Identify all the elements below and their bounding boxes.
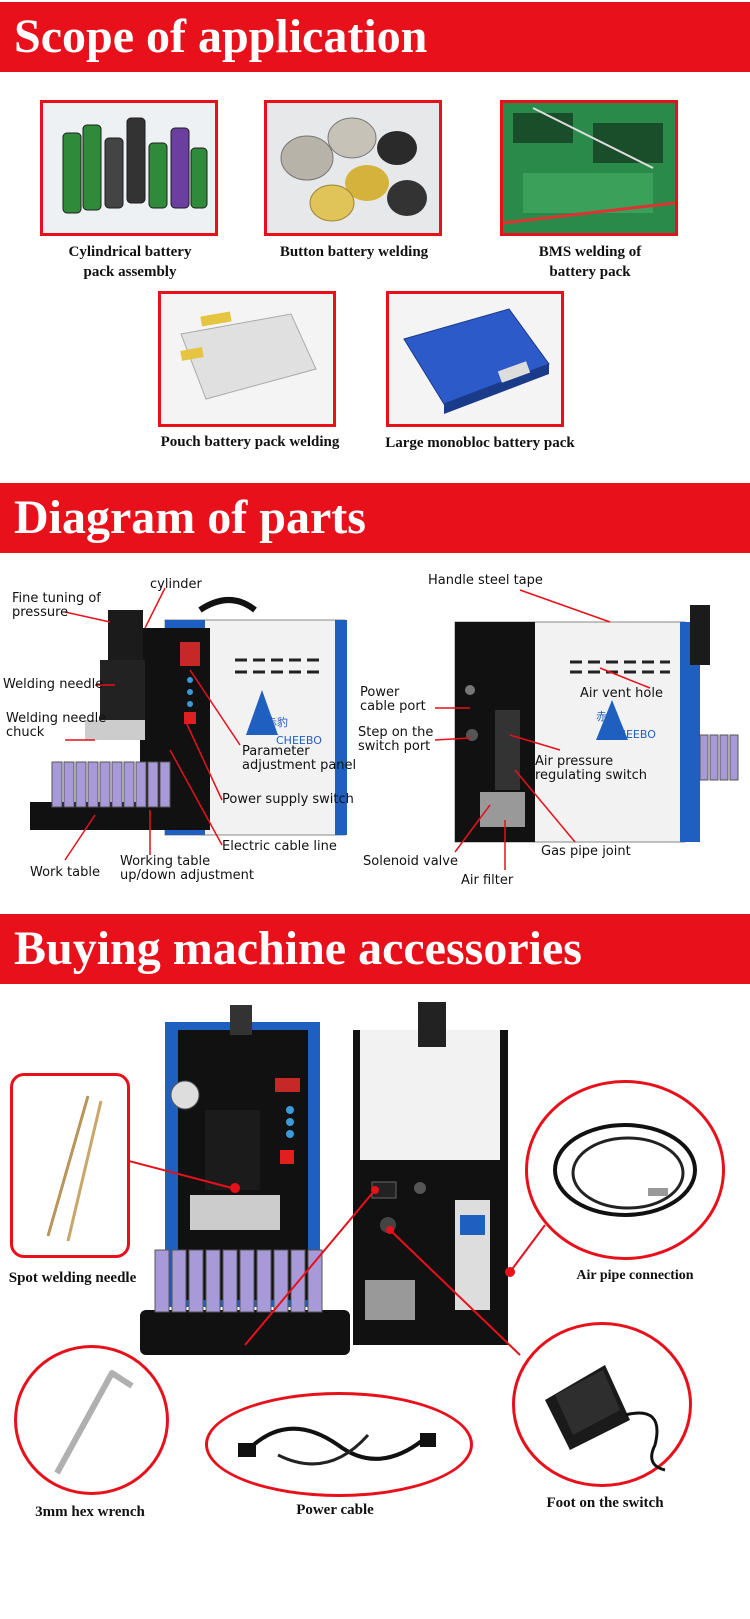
button-battery-photo xyxy=(264,100,442,236)
bms-caption: BMS welding of battery pack xyxy=(490,242,690,282)
label-updown-adjustment: Working table up/down adjustment xyxy=(120,855,254,883)
monobloc-battery-image xyxy=(403,308,550,414)
brand-right: CHEEBO xyxy=(610,728,656,741)
back-machine xyxy=(353,1002,515,1345)
label-air-vent: Air vent hole xyxy=(580,686,663,701)
power-cable-image xyxy=(238,1426,436,1466)
label-work-table: Work table xyxy=(30,865,100,880)
label-power-supply-switch: Power supply switch xyxy=(222,792,354,807)
label-gas-pipe-joint: Gas pipe joint xyxy=(541,844,631,859)
cylindrical-battery-image xyxy=(62,117,208,214)
parts-diagram xyxy=(30,587,739,870)
wrench-image xyxy=(54,1370,134,1475)
needle-caption: Spot welding needle xyxy=(8,1270,137,1286)
left-machine xyxy=(30,597,347,836)
button-battery-image xyxy=(280,117,427,222)
brand-left: CHEEBO xyxy=(276,734,322,747)
right-pointers xyxy=(434,589,651,870)
label-fine-tuning-l1: Fine tuning of xyxy=(12,591,101,606)
scope-banner: Scope of application xyxy=(0,2,750,72)
label-power-port-l2: cable port xyxy=(360,699,426,714)
left-pointers xyxy=(64,587,241,861)
needle-accessory-box xyxy=(10,1073,130,1258)
cylindrical-caption-line1: Cylindrical battery xyxy=(68,244,192,260)
label-solenoid-valve: Solenoid valve xyxy=(363,854,458,869)
accessory-pointers xyxy=(124,1159,546,1356)
needle-image xyxy=(46,1095,103,1242)
bms-caption-line2: battery pack xyxy=(549,264,631,280)
pouch-caption: Pouch battery pack welding xyxy=(160,434,340,450)
label-step-switch-port: Step on the switch port xyxy=(358,726,433,754)
cylindrical-caption: Cylindrical battery pack assembly xyxy=(40,242,220,282)
wrench-caption: 3mm hex wrench xyxy=(35,1504,145,1520)
front-machine xyxy=(140,1005,350,1355)
pouch-battery-image xyxy=(180,311,317,400)
air-pipe-image xyxy=(553,1123,697,1217)
foot-switch-image xyxy=(545,1365,666,1472)
power-cable-caption: Power cable xyxy=(296,1502,374,1518)
bms-photo xyxy=(500,100,678,236)
button-caption: Button battery welding xyxy=(279,244,429,260)
right-machine xyxy=(454,605,739,843)
label-step-l2: switch port xyxy=(358,739,431,754)
label-air-pressure-l1: Air pressure xyxy=(535,754,614,769)
monobloc-battery-photo xyxy=(386,291,564,427)
pouch-battery-photo xyxy=(158,291,336,427)
monobloc-caption: Large monobloc battery pack xyxy=(385,435,575,451)
label-step-l1: Step on the xyxy=(358,725,434,740)
cylindrical-battery-photo xyxy=(40,100,218,236)
label-updown-l2: up/down adjustment xyxy=(120,868,255,883)
power-cable-oval xyxy=(205,1392,473,1497)
air-pipe-caption: Air pipe connection xyxy=(576,1268,694,1283)
label-needle-chuck-l1: Welding needle xyxy=(6,711,107,726)
brand-cn-left: 赤豹 xyxy=(266,716,288,729)
label-power-cable-port: Power cable port xyxy=(360,686,426,714)
accessories-banner: Buying machine accessories xyxy=(0,914,750,984)
bms-image xyxy=(503,103,675,233)
air-pipe-oval xyxy=(525,1080,725,1260)
label-electric-cable: Electric cable line xyxy=(222,839,337,854)
label-fine-tuning-l2: pressure xyxy=(12,605,69,620)
label-air-pressure-switch: Air pressure regulating switch xyxy=(535,755,647,783)
label-needle-chuck-l2: chuck xyxy=(6,725,45,740)
label-updown-l1: Working table xyxy=(120,854,211,869)
label-fine-tuning: Fine tuning of pressure xyxy=(12,592,101,620)
label-parameter-panel: Parameter adjustment panel xyxy=(242,745,356,773)
label-cylinder: cylinder xyxy=(150,577,202,592)
label-needle-chuck: Welding needle chuck xyxy=(6,712,106,740)
label-parameter-l1: Parameter xyxy=(242,744,310,759)
cylindrical-caption-line2: pack assembly xyxy=(83,264,177,280)
label-welding-needle: Welding needle xyxy=(3,677,104,692)
accessories-machines xyxy=(124,1002,546,1356)
brand-cn-right: 赤豹 xyxy=(596,710,618,723)
label-power-port-l1: Power xyxy=(360,685,400,700)
label-air-filter: Air filter xyxy=(461,873,514,888)
label-air-pressure-l2: regulating switch xyxy=(535,768,647,783)
label-handle-tape: Handle steel tape xyxy=(428,573,543,588)
parts-banner: Diagram of parts xyxy=(0,483,750,553)
bms-caption-line1: BMS welding of xyxy=(538,244,642,260)
foot-switch-caption: Foot on the switch xyxy=(546,1495,664,1511)
wrench-oval xyxy=(14,1345,169,1495)
label-parameter-l2: adjustment panel xyxy=(242,758,357,773)
foot-switch-oval xyxy=(512,1322,692,1487)
